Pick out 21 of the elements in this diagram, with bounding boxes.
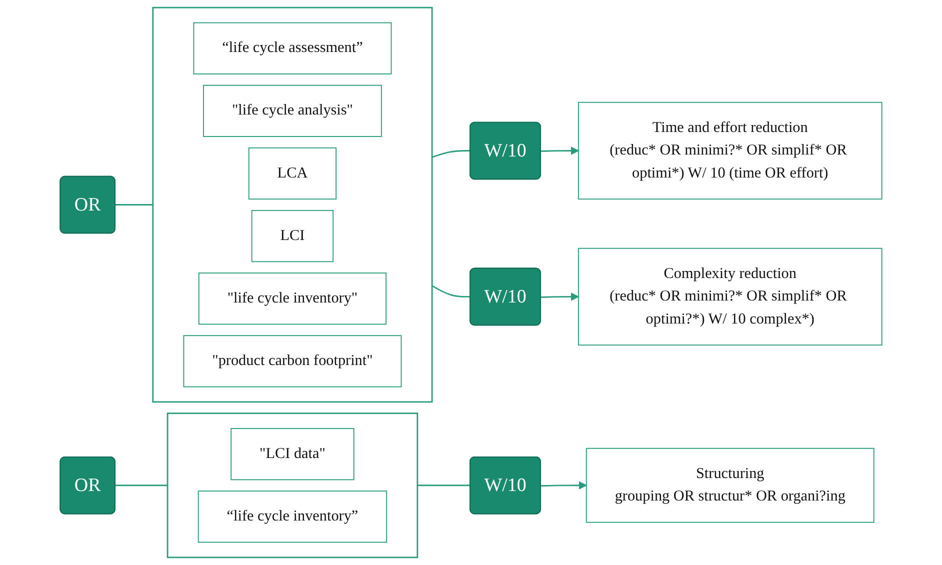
node-box: "product carbon footprint" <box>183 335 402 388</box>
node-box: Structuring grouping OR structur* OR organi?ing <box>586 448 874 523</box>
arrow <box>541 292 579 301</box>
cluster <box>152 6 433 403</box>
node-box: Time and effort reduction (reduc* OR minimi?* OR simplif* OR optimi*) W/ 10 (time OR effort) <box>578 102 882 200</box>
connector <box>432 285 470 298</box>
arrow <box>541 146 579 155</box>
node-box: “life cycle inventory” <box>198 490 388 543</box>
node-box: Complexity reduction (reduc* OR minimi?* OR simplif* OR optimi?*) W/ 10 complex*) <box>578 248 882 346</box>
connector <box>114 204 153 206</box>
node-box: “life cycle assessment” <box>193 22 392 74</box>
node-box: "life cycle analysis" <box>203 84 382 137</box>
connector <box>114 484 168 486</box>
node-box: "life cycle inventory" <box>198 272 387 325</box>
connector <box>432 150 470 158</box>
cluster <box>166 412 418 558</box>
node-box: "LCI data" <box>230 428 354 480</box>
arrow <box>541 481 587 490</box>
node-box: LCI <box>251 210 334 262</box>
connector <box>417 484 470 486</box>
node-box: LCA <box>248 147 337 200</box>
